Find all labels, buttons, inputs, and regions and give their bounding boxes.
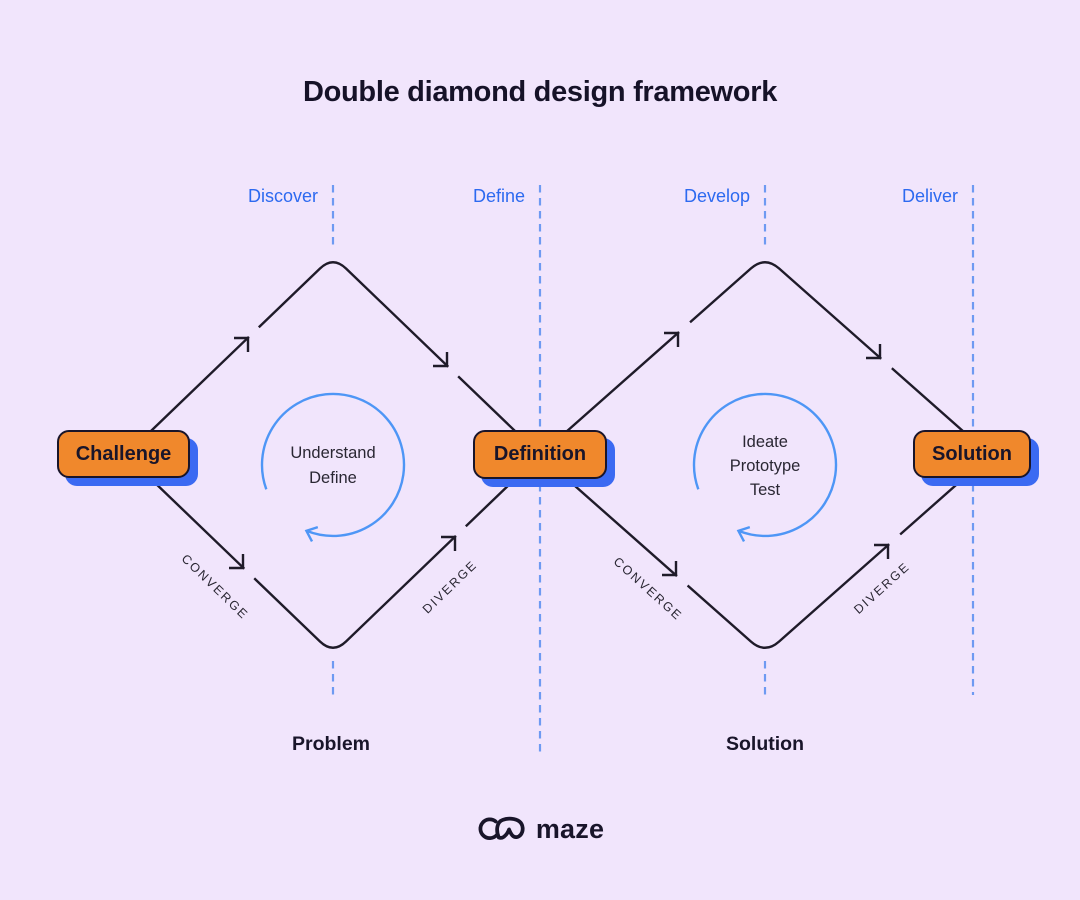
loop-circles: [260, 392, 838, 542]
phase-divider-lines: [331, 185, 975, 757]
phase-label-define: Define: [472, 186, 525, 206]
solution-node: Solution: [913, 430, 1031, 478]
loop-arrowhead-icon: [304, 525, 319, 542]
edge-arrowheads: [229, 331, 890, 577]
loop-line: Test: [749, 481, 781, 499]
right-loop-text: Ideate Prototype Test: [675, 430, 855, 502]
definition-node: Definition: [473, 430, 607, 479]
arrow-down-right-icon: [433, 352, 449, 368]
loop-line: Understand: [290, 444, 376, 462]
page-title: Double diamond design framework: [302, 76, 778, 108]
loop-circle-left: [260, 392, 406, 538]
loop-circle-right: [692, 392, 838, 538]
phase-label-deliver: Deliver: [901, 186, 958, 206]
solution-section-label: Solution: [726, 733, 804, 755]
arrow-up-right-icon: [664, 331, 680, 347]
arrow-up-right-icon: [874, 543, 890, 559]
arrow-down-right-icon: [229, 554, 245, 570]
edge-gaps: [241, 319, 903, 588]
loop-line: Prototype: [729, 457, 801, 475]
brand-name: maze: [535, 813, 605, 844]
brand-footer: maze: [0, 812, 1080, 846]
left-loop-text: Understand Define: [243, 441, 423, 491]
arrow-down-right-icon: [866, 344, 882, 360]
problem-section-label: Problem: [291, 733, 371, 755]
arrow-up-right-icon: [441, 535, 457, 551]
maze-logo-icon: [478, 816, 525, 840]
arrow-up-right-icon: [234, 336, 250, 352]
phase-label-discover: Discover: [247, 186, 318, 206]
loop-arrowhead-icon: [736, 525, 751, 542]
loop-line: Ideate: [742, 433, 788, 451]
challenge-node: Challenge: [57, 430, 190, 478]
loop-line: Define: [309, 469, 357, 487]
phase-label-develop: Develop: [683, 186, 750, 206]
arrow-down-right-icon: [662, 561, 678, 577]
